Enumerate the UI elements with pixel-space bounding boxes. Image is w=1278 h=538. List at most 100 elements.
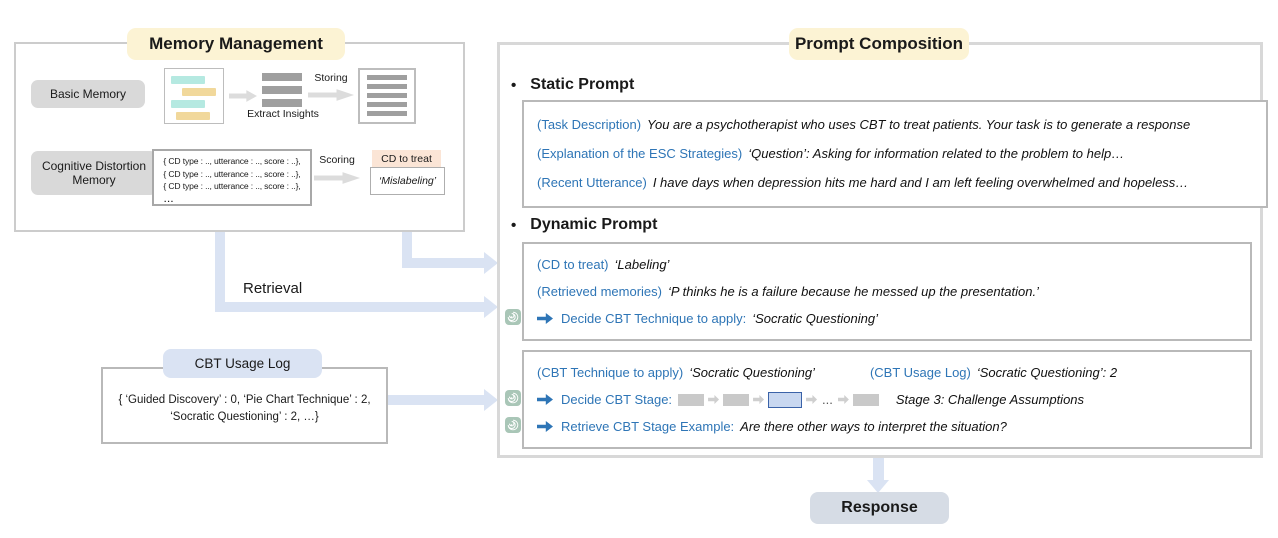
stage-box — [678, 393, 705, 406]
retrieve-example-value: Are there other ways to interpret the si… — [740, 419, 1007, 434]
stage-arrow-icon — [753, 395, 765, 404]
dynamic-line: (Retrieved memories) ‘P thinks he is a f… — [537, 278, 1250, 305]
usage-log-connector-horizontal — [385, 395, 484, 405]
doc-line — [367, 75, 407, 80]
dynamic-prompt-box-2: (CBT Technique to apply) ‘Socratic Quest… — [522, 350, 1252, 449]
stage-box — [723, 393, 750, 406]
insight-bar — [262, 99, 302, 107]
retrieval-arrowhead-icon — [484, 296, 498, 318]
usage-log-arrowhead-icon — [484, 389, 498, 411]
doc-line — [367, 111, 407, 116]
doc-line — [367, 84, 407, 89]
usage-log-line: { ‘Guided Discovery’ : 0, ‘Pie Chart Tec… — [118, 393, 371, 406]
doc-line — [367, 93, 407, 98]
insights-bars-icon — [262, 73, 302, 107]
dynamic-line: (CD to treat) ‘Labeling’ — [537, 251, 1250, 278]
response-connector-vertical — [873, 457, 884, 481]
conversation-icon — [164, 68, 224, 124]
cd-entry: { CD type : .., utterance : .., score : … — [163, 156, 301, 166]
decide-arrow-icon — [537, 393, 553, 406]
stage-arrow-icon — [708, 395, 720, 404]
dynamic-line: Decide CBT Stage: ... Stage 3: Challenge… — [537, 386, 1250, 413]
cd-entry: { CD type : .., utterance : .., score : … — [163, 168, 301, 179]
retrieved-memories-value: ‘P thinks he is a failure because he mes… — [667, 284, 1039, 299]
bullet-icon: • — [511, 216, 517, 234]
decide-stage-label: Decide CBT Stage: — [561, 392, 673, 407]
stage-ellipsis: ... — [822, 392, 833, 407]
task-description-label: (Task Description) — [537, 117, 642, 132]
cbt-usage-log-box: { ‘Guided Discovery’ : 0, ‘Pie Chart Tec… — [101, 367, 388, 444]
chat-bar-right-icon — [176, 112, 210, 120]
cbt-usage-log-prompt-label: (CBT Usage Log) — [869, 365, 971, 380]
chat-bar-left-icon — [171, 100, 205, 108]
stage-arrow-icon — [837, 395, 849, 404]
stage-box — [852, 393, 879, 406]
scoring-arrow-icon — [314, 172, 360, 184]
cd-memory-entries-box: { CD type : .., utterance : .., score : … — [152, 149, 312, 206]
static-prompt-heading: • Static Prompt — [511, 76, 634, 94]
storing-label: Storing — [314, 72, 348, 84]
decide-technique-value: ‘Socratic Questioning’ — [752, 311, 878, 326]
cd-entries-ellipsis: ... — [164, 193, 175, 204]
static-prompt-box: (Task Description) You are a psychothera… — [522, 100, 1268, 208]
extract-arrow-icon — [229, 90, 257, 102]
doc-line — [367, 102, 407, 107]
task-description-text: You are a psychotherapist who uses CBT t… — [647, 117, 1191, 132]
dynamic-prompt-box-1: (CD to treat) ‘Labeling’ (Retrieved memo… — [522, 242, 1252, 341]
retrieve-example-label: Retrieve CBT Stage Example: — [561, 419, 735, 434]
prompt-composition-title: Prompt Composition — [789, 28, 969, 60]
cd-entry: { CD type : .., utterance : .., score : … — [163, 181, 301, 191]
static-prompt-heading-label: Static Prompt — [530, 76, 635, 93]
storing-arrow-icon — [308, 89, 354, 101]
extract-insights-label: Extract Insights — [247, 108, 319, 120]
cbt-technique-value: ‘Socratic Questioning’ — [689, 365, 815, 380]
dynamic-prompt-heading: • Dynamic Prompt — [511, 216, 657, 234]
dynamic-line: Retrieve CBT Stage Example: Are there ot… — [537, 413, 1250, 440]
dynamic-line: Decide CBT Technique to apply: ‘Socratic… — [537, 305, 1250, 332]
static-line: (Task Description) You are a psychothera… — [537, 110, 1266, 139]
insight-bar — [262, 86, 302, 94]
cbt-usage-log-prompt-value: ‘Socratic Questioning’: 2 — [976, 365, 1118, 380]
chat-bar-right-icon — [182, 88, 216, 96]
scoring-label: Scoring — [319, 154, 355, 166]
basic-memory-label: Basic Memory — [31, 80, 145, 108]
response-arrowhead-icon — [867, 480, 889, 493]
cd-to-treat-prompt-value: ‘Labeling’ — [614, 257, 670, 272]
document-icon — [358, 68, 416, 124]
cd-treat-connector-horizontal — [402, 258, 484, 268]
decide-stage-value: Stage 3: Challenge Assumptions — [895, 392, 1085, 407]
insight-bar — [262, 73, 302, 81]
response-box: Response — [810, 492, 949, 524]
esc-strategies-label: (Explanation of the ESC Strategies) — [537, 146, 743, 161]
retrieval-connector-vertical — [215, 202, 225, 312]
retrieval-connector-horizontal — [215, 302, 484, 312]
decide-technique-label: Decide CBT Technique to apply: — [561, 311, 747, 326]
cognitive-distortion-memory-label: Cognitive Distortion Memory — [31, 151, 157, 195]
llm-icon — [505, 309, 521, 325]
cbt-usage-log-title: CBT Usage Log — [163, 349, 322, 378]
decide-arrow-icon — [537, 420, 553, 433]
dynamic-line: (CBT Technique to apply) ‘Socratic Quest… — [537, 359, 1250, 386]
cd-to-treat-label: CD to treat — [372, 150, 441, 167]
static-line: (Recent Utterance) I have days when depr… — [537, 168, 1266, 197]
stage-box-highlighted — [768, 391, 803, 408]
dynamic-prompt-heading-label: Dynamic Prompt — [530, 216, 658, 233]
stage-arrow-icon — [806, 395, 818, 404]
usage-log-line: ‘Socratic Questioning’ : 2, …} — [170, 410, 319, 423]
memory-management-title: Memory Management — [127, 28, 345, 60]
esc-strategies-text: ‘Question’: Asking for information relat… — [748, 146, 1125, 161]
cd-treat-arrowhead-icon — [484, 252, 498, 274]
recent-utterance-label: (Recent Utterance) — [537, 175, 647, 190]
retrieval-label: Retrieval — [243, 280, 303, 297]
static-line: (Explanation of the ESC Strategies) ‘Que… — [537, 139, 1266, 168]
chat-bar-left-icon — [171, 76, 205, 84]
cd-to-treat-prompt-label: (CD to treat) — [537, 257, 609, 272]
llm-icon — [505, 417, 521, 433]
decide-arrow-icon — [537, 312, 553, 325]
llm-icon — [505, 390, 521, 406]
retrieved-memories-label: (Retrieved memories) — [537, 284, 662, 299]
bullet-icon: • — [511, 76, 517, 94]
recent-utterance-text: I have days when depression hits me hard… — [652, 175, 1189, 190]
cd-to-treat-value-box: ‘Mislabeling’ — [370, 167, 445, 195]
